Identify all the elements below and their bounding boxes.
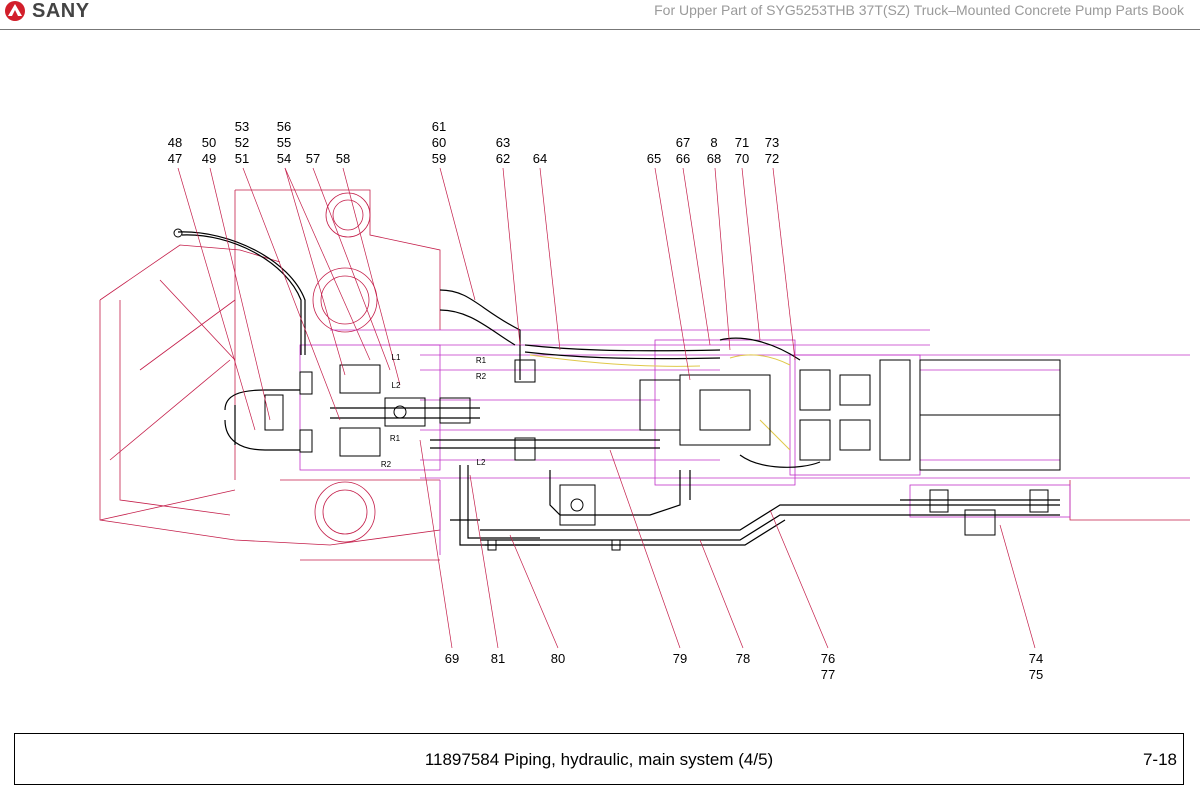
callout-number: 57 [306,151,320,166]
hydraulic-pipes [177,231,1060,546]
callout-number: 74 [1029,651,1043,666]
callout-number: 60 [432,135,446,150]
highlight-pipes [529,354,791,451]
callout-number: 53 [235,119,249,134]
callout-number: 8 [710,135,717,150]
drawing-caption: 11897584 Piping, hydraulic, main system … [424,750,774,769]
callout-number: 62 [496,151,510,166]
callout-number: 77 [821,667,835,682]
callout-number: 51 [235,151,249,166]
callout-number: 58 [336,151,350,166]
callout-number: 50 [202,135,216,150]
port-label: R2 [381,460,392,469]
callout-number: 67 [676,135,690,150]
callout-number: 75 [1029,667,1043,682]
callout-number: 80 [551,651,565,666]
document-title: For Upper Part of SYG5253THB 37T(SZ) Tru… [654,2,1184,18]
port-label: L2 [477,458,486,467]
callout-number: 73 [765,135,779,150]
callout-number: 54 [277,151,291,166]
callout-number: 76 [821,651,835,666]
port-label: R1 [476,356,487,365]
frame-outline [99,189,1190,561]
callout-number: 81 [491,651,505,666]
page-header: SANY For Upper Part of SYG5253THB 37T(SZ… [0,0,1200,30]
header-divider [0,29,1200,30]
port-label: L1 [392,353,401,362]
callout-number: 64 [533,151,547,166]
callout-number: 65 [647,151,661,166]
leader-lines [177,167,1036,649]
callout-number: 47 [168,151,182,166]
callout-number: 55 [277,135,291,150]
callout-number: 52 [235,135,249,150]
callout-number: 78 [736,651,750,666]
callout-number: 69 [445,651,459,666]
callout-number: 49 [202,151,216,166]
port-label: R2 [476,372,487,381]
callout-number: 56 [277,119,291,134]
callout-number: 61 [432,119,446,134]
callout-number: 59 [432,151,446,166]
reference-lines [299,329,1190,555]
callout-number: 63 [496,135,510,150]
port-label: R1 [390,434,401,443]
port-label: L2 [392,381,401,390]
callout-number: 70 [735,151,749,166]
sany-logo: SANY [2,0,90,22]
callout-number: 66 [676,151,690,166]
callout-number: 79 [673,651,687,666]
callout-number: 48 [168,135,182,150]
brand-name: SANY [32,0,90,22]
sany-logo-icon [5,1,25,21]
callout-number: 71 [735,135,749,150]
hydraulic-components [173,228,1061,551]
page-number: 7-18 [1142,750,1177,769]
callout-number: 72 [765,151,779,166]
callout-number: 68 [707,151,721,166]
caption-box: 11897584 Piping, hydraulic, main system … [14,733,1184,785]
